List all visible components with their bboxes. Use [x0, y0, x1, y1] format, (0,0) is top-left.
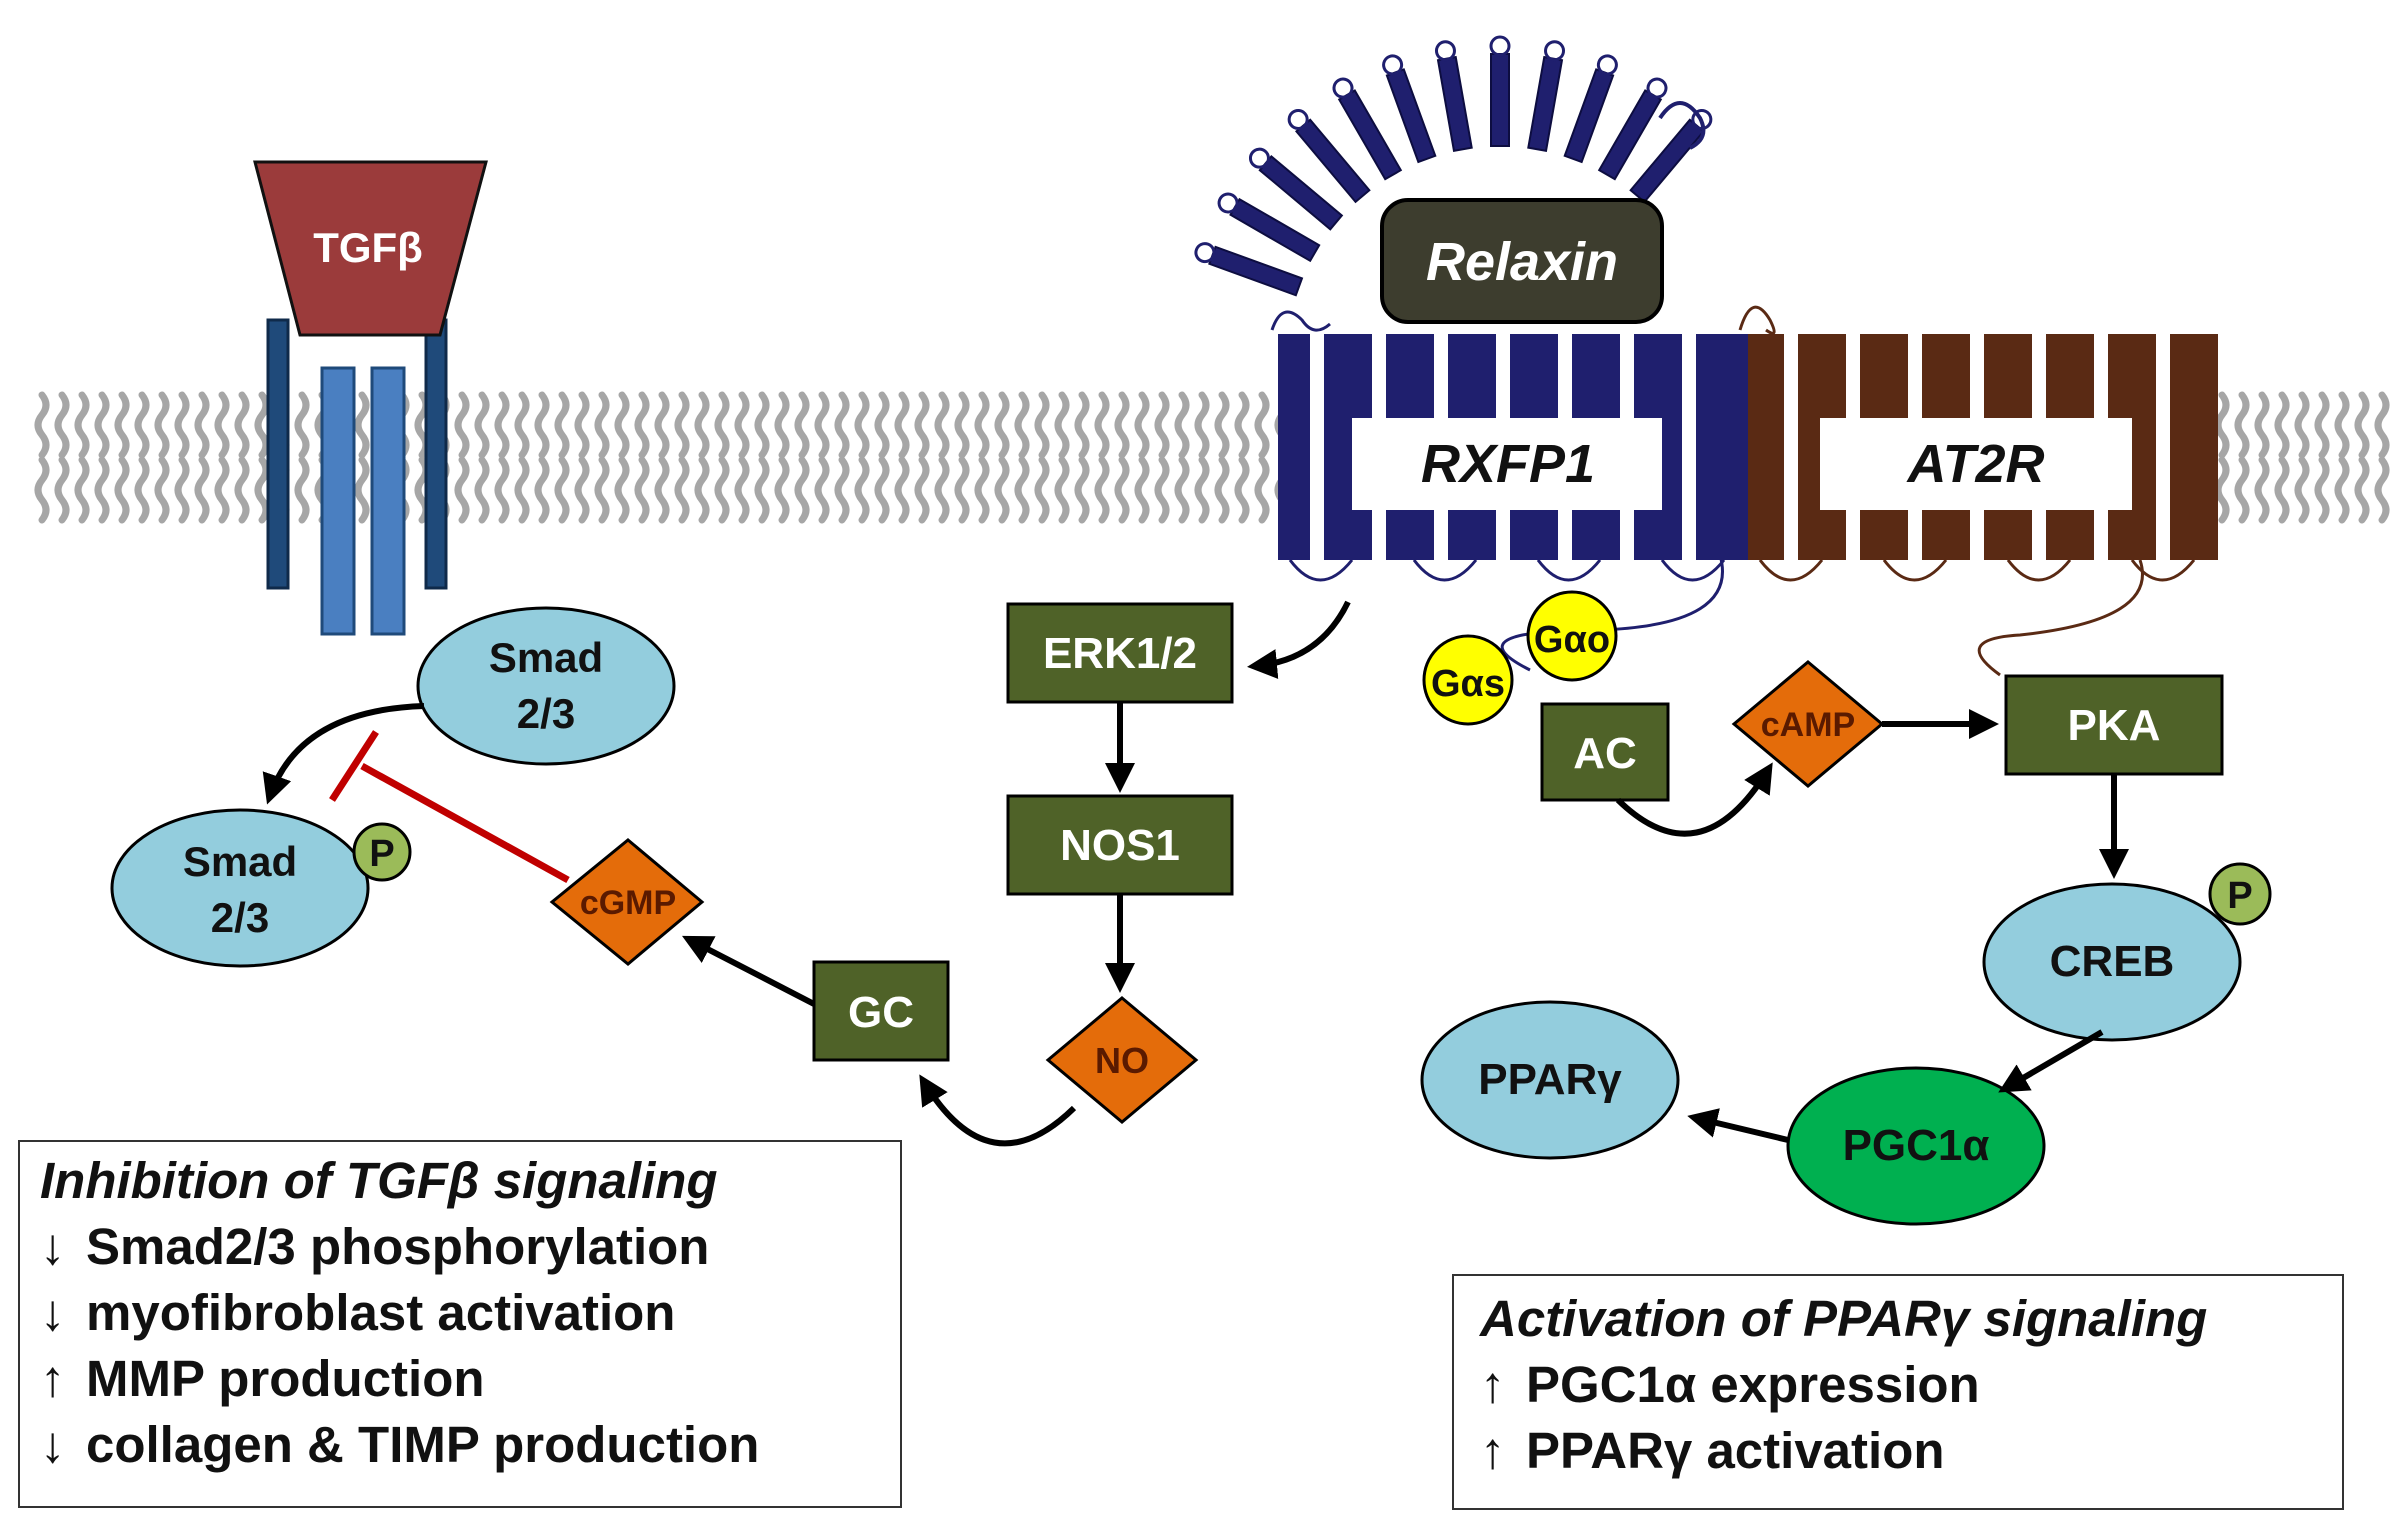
inhibition-cgmp-to-smad — [329, 730, 570, 884]
legend-item: ↑PPARγ activation — [1480, 1418, 2342, 1484]
svg-text:NOS1: NOS1 — [1060, 821, 1180, 870]
pgc1a-node: PGC1α — [1786, 1066, 2046, 1226]
svg-text:P: P — [369, 833, 394, 875]
ac-node: AC — [1540, 702, 1670, 802]
legend-item: ↑MMP production — [40, 1346, 900, 1412]
relaxin-label: Relaxin — [1426, 232, 1618, 292]
phospho-badge-smad: P — [352, 822, 412, 882]
legend-title: Inhibition of TGFβ signaling — [40, 1152, 718, 1209]
up-arrow-icon: ↑ — [1480, 1422, 1506, 1479]
g-alpha-s: Gαs — [1422, 634, 1514, 726]
arrow-pgc1a-to-ppar — [1687, 1108, 1789, 1143]
svg-text:Smad: Smad — [489, 634, 603, 681]
svg-text:PPARγ: PPARγ — [1478, 1055, 1622, 1104]
relaxin-box: Relaxin — [1380, 198, 1664, 324]
legend-item: ↑PGC1α expression — [1480, 1352, 2342, 1418]
arrow-gc-to-cgmp — [682, 935, 816, 1007]
arrow-creb-to-pgc1a — [1998, 1029, 2104, 1093]
erk-node: ERK1/2 — [1006, 602, 1234, 704]
at2r-label-box — [1820, 418, 2132, 510]
svg-text:AC: AC — [1573, 729, 1637, 778]
legend-pparg-activation: Activation of PPARγ signaling ↑PGC1α exp… — [1452, 1274, 2344, 1510]
svg-text:GC: GC — [848, 988, 914, 1037]
legend-item: ↓Smad2/3 phosphorylation — [40, 1214, 900, 1280]
svg-text:PGC1α: PGC1α — [1843, 1121, 1990, 1170]
cgmp-node: cGMP — [549, 838, 705, 966]
no-node: NO — [1045, 996, 1199, 1124]
svg-text:CREB: CREB — [2050, 937, 2175, 986]
down-arrow-icon: ↓ — [40, 1284, 66, 1341]
svg-text:cGMP: cGMP — [580, 884, 676, 922]
arrow-no-to-gc — [919, 1074, 1077, 1147]
svg-text:cAMP: cAMP — [1761, 706, 1855, 744]
svg-text:Smad: Smad — [183, 838, 297, 885]
svg-text:2/3: 2/3 — [211, 894, 269, 941]
svg-text:Gαo: Gαo — [1534, 619, 1610, 661]
arrow-ac-to-camp — [1615, 762, 1773, 837]
down-arrow-icon: ↓ — [40, 1416, 66, 1473]
at2r-label: AT2R — [1905, 434, 2044, 494]
svg-text:2/3: 2/3 — [517, 690, 575, 737]
legend-title: Activation of PPARγ signaling — [1480, 1290, 2208, 1347]
svg-text:PKA: PKA — [2068, 701, 2161, 750]
ppar-gamma-node: PPARγ — [1420, 1000, 1680, 1160]
svg-text:Gαs: Gαs — [1431, 663, 1505, 705]
arrow-smad-top-to-phospho — [262, 703, 425, 805]
legend-item: ↓collagen & TIMP production — [40, 1412, 900, 1478]
svg-text:NO: NO — [1095, 1040, 1149, 1081]
g-alpha-o: Gαo — [1526, 590, 1618, 682]
rxfp1-label: RXFP1 — [1421, 434, 1595, 494]
arrow-receptor-to-erk — [1247, 600, 1351, 679]
phospho-badge-creb: P — [2208, 862, 2272, 926]
down-arrow-icon: ↓ — [40, 1218, 66, 1275]
nos1-node: NOS1 — [1006, 794, 1234, 896]
camp-node: cAMP — [1731, 660, 1885, 788]
tgfb-label: TGFβ — [313, 224, 423, 271]
smad-node-phosphorylated: Smad 2/3 — [110, 808, 370, 968]
rxfp1-label-box — [1352, 418, 1662, 510]
legend-tgfb-inhibition: Inhibition of TGFβ signaling ↓Smad2/3 ph… — [18, 1140, 902, 1508]
gc-node: GC — [812, 960, 950, 1062]
smad-node-top: Smad 2/3 — [416, 606, 676, 766]
svg-text:P: P — [2227, 875, 2252, 917]
pathway-arrows — [262, 600, 2129, 1147]
pka-node: PKA — [2004, 674, 2224, 776]
legend-item: ↓myofibroblast activation — [40, 1280, 900, 1346]
svg-text:ERK1/2: ERK1/2 — [1043, 629, 1197, 678]
tgfb-ligand: TGFβ — [253, 160, 488, 337]
creb-node: CREB — [1982, 882, 2242, 1042]
relaxin-peptide-icon — [1194, 35, 1713, 297]
tgfb-receptor — [266, 318, 448, 636]
up-arrow-icon: ↑ — [1480, 1356, 1506, 1413]
up-arrow-icon: ↑ — [40, 1350, 66, 1407]
